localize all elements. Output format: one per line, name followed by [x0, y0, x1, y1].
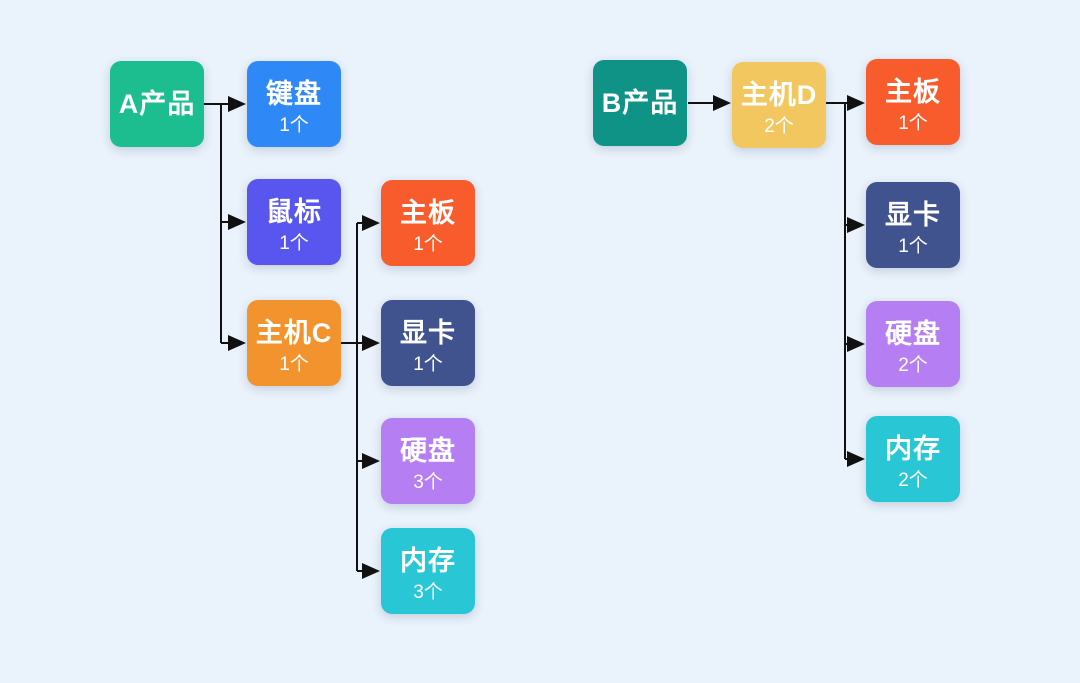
node-count: 1个 [279, 114, 309, 136]
node-label: 主机C [255, 318, 333, 349]
node-count: 3个 [413, 581, 443, 603]
node-count: 3个 [413, 471, 443, 493]
bom-node-keyboard[interactable]: 键盘 1个 [247, 61, 341, 147]
bom-node-mouse[interactable]: 鼠标 1个 [247, 179, 341, 265]
node-label: 显卡 [885, 200, 941, 231]
node-count: 2个 [898, 354, 928, 376]
bom-node-memory-b[interactable]: 内存 2个 [866, 416, 960, 502]
node-label: 内存 [400, 546, 456, 577]
bom-node-disk-b[interactable]: 硬盘 2个 [866, 301, 960, 387]
bom-node-mainboard-a[interactable]: 主板 1个 [381, 180, 475, 266]
bom-node-memory-a[interactable]: 内存 3个 [381, 528, 475, 614]
bom-node-disk-a[interactable]: 硬盘 3个 [381, 418, 475, 504]
node-label: 主机D [740, 80, 818, 111]
node-count: 1个 [413, 353, 443, 375]
bom-node-gpu-b[interactable]: 显卡 1个 [866, 182, 960, 268]
bom-node-host-d[interactable]: 主机D 2个 [732, 62, 826, 148]
node-count: 1个 [898, 235, 928, 257]
node-label: B产品 [601, 87, 679, 118]
node-label: 内存 [885, 434, 941, 465]
node-count: 1个 [898, 112, 928, 134]
bom-node-mainboard-b[interactable]: 主板 1个 [866, 59, 960, 145]
node-label: 鼠标 [266, 197, 322, 228]
node-count: 2个 [764, 115, 794, 137]
node-count: 1个 [279, 353, 309, 375]
node-count: 1个 [279, 232, 309, 254]
node-label: 主板 [400, 198, 456, 229]
node-label: 主板 [885, 77, 941, 108]
bom-node-gpu-a[interactable]: 显卡 1个 [381, 300, 475, 386]
bom-node-product-b[interactable]: B产品 [593, 60, 687, 146]
node-label: A产品 [118, 88, 196, 119]
node-label: 键盘 [266, 79, 322, 110]
bom-node-host-c[interactable]: 主机C 1个 [247, 300, 341, 386]
node-label: 硬盘 [885, 319, 941, 350]
node-label: 硬盘 [400, 436, 456, 467]
node-label: 显卡 [400, 318, 456, 349]
node-count: 2个 [898, 469, 928, 491]
bom-node-product-a[interactable]: A产品 [110, 61, 204, 147]
node-count: 1个 [413, 233, 443, 255]
